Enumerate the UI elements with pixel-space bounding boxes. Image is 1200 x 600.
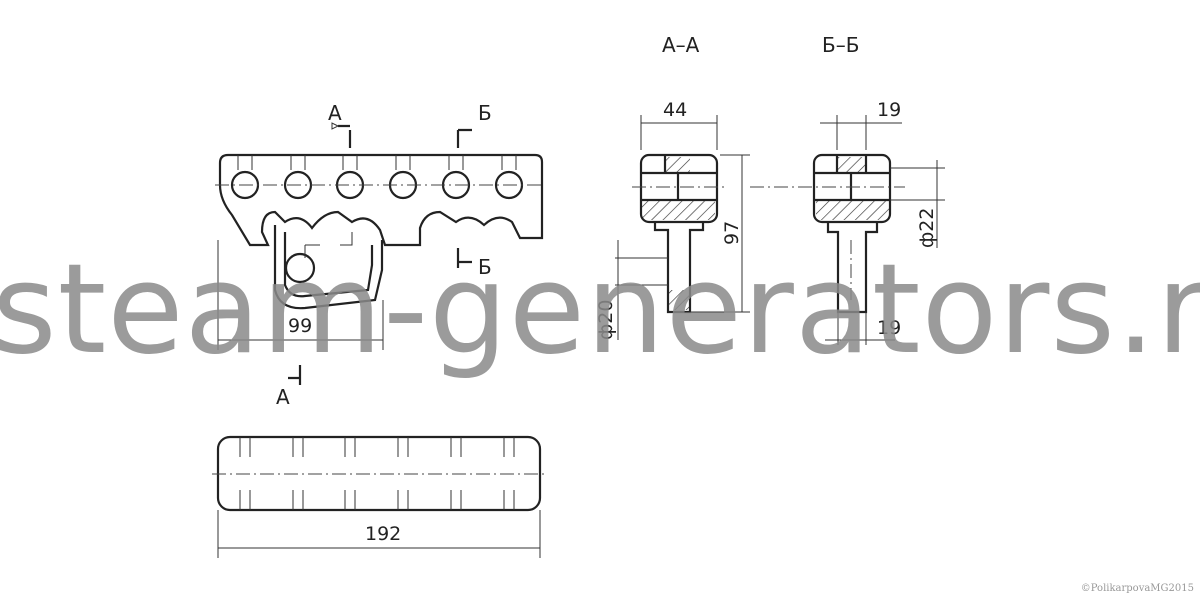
dim-bb-bottom-width: 19	[877, 317, 901, 339]
section-title-a-a: А–А	[662, 33, 700, 57]
dim-front-width: 99	[288, 315, 312, 337]
cut-mark-a-top: А	[328, 101, 342, 125]
section-b-b: Б–Б 19 ф22 19	[750, 33, 945, 345]
dim-bb-hole: ф22	[916, 208, 938, 248]
plan-view: 192	[212, 435, 546, 558]
front-view: А А Б Б 99	[215, 101, 545, 409]
cut-mark-b-top: Б	[478, 101, 492, 125]
dim-aa-height: 97	[721, 221, 743, 245]
cut-mark-a-bottom: А	[276, 385, 290, 409]
section-a-a: А–А 44 97 ф20	[595, 33, 750, 340]
copyright: ©PolikarpovaMG2015	[1080, 583, 1194, 594]
mounting-hole	[284, 252, 316, 284]
dim-plan-length: 192	[365, 523, 401, 545]
tube-holes	[230, 155, 524, 200]
section-title-b-b: Б–Б	[822, 33, 859, 57]
watermark: steam-generators.ru	[0, 238, 1200, 382]
dim-aa-hole: ф20	[595, 300, 617, 340]
cut-mark-b-bottom: Б	[478, 255, 492, 279]
dim-aa-width: 44	[663, 99, 687, 121]
dim-bb-top-width: 19	[877, 99, 901, 121]
